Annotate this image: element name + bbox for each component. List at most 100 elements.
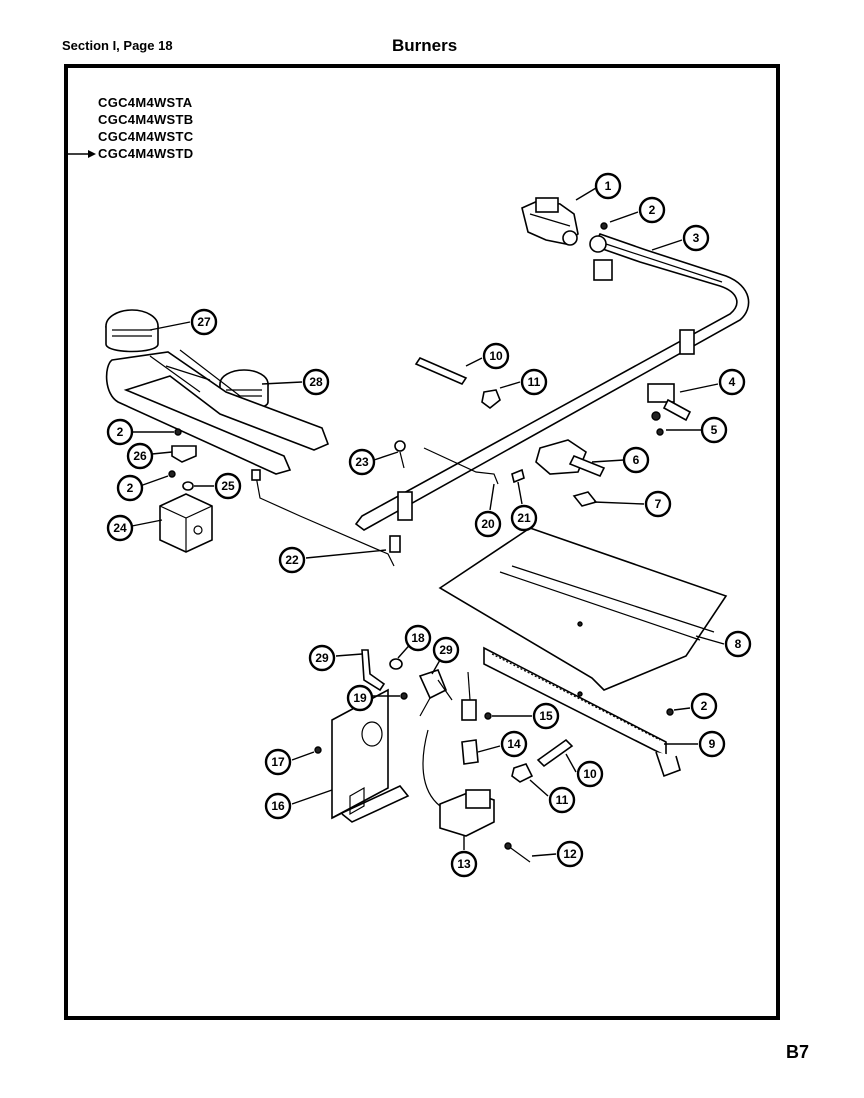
arrow-right-icon (66, 149, 96, 158)
thermocouple (251, 469, 401, 567)
section-page-label: Section I, Page 18 (62, 38, 173, 53)
callout-1: 1 (594, 172, 622, 200)
nut (182, 481, 194, 491)
screw (400, 692, 408, 700)
svg-text:21: 21 (517, 511, 531, 525)
model-item-selected: CGC4M4WSTD (66, 145, 193, 162)
nut (511, 763, 534, 783)
callout-21: 21 (510, 504, 538, 532)
screw (394, 440, 406, 469)
callout-25: 25 (214, 472, 242, 500)
burner-left-rear (105, 309, 159, 353)
screw (600, 222, 608, 230)
svg-text:15: 15 (539, 709, 553, 723)
callout-17: 17 (264, 748, 292, 776)
support-bracket (483, 646, 681, 778)
svg-text:13: 13 (457, 857, 471, 871)
svg-text:11: 11 (528, 375, 541, 389)
svg-text:18: 18 (411, 631, 425, 645)
burner-valve-right (647, 383, 692, 422)
svg-text:8: 8 (735, 637, 742, 651)
svg-text:2: 2 (649, 203, 656, 217)
callout-11: 11 (520, 368, 548, 396)
callout-24: 24 (106, 514, 134, 542)
callout-10: 10 (482, 342, 510, 370)
screw (504, 842, 531, 863)
svg-text:3: 3 (693, 231, 700, 245)
callout-23: 23 (348, 448, 376, 476)
igniter-bracket (418, 669, 453, 717)
callout-15: 15 (532, 702, 560, 730)
callout-29: 29 (308, 644, 336, 672)
diagram-frame (64, 64, 780, 1020)
screw (511, 468, 525, 484)
svg-text:10: 10 (583, 767, 597, 781)
elbow-tube (361, 649, 386, 692)
wire-link (423, 447, 499, 485)
svg-text:12: 12 (563, 847, 577, 861)
callout-13: 13 (450, 850, 478, 878)
burner-valve-center (535, 439, 606, 478)
callout-11: 11 (548, 786, 576, 814)
callout-26: 26 (126, 442, 154, 470)
svg-text:11: 11 (556, 793, 569, 807)
callout-18: 18 (404, 624, 432, 652)
callout-28: 28 (302, 368, 330, 396)
callout-7: 7 (644, 490, 672, 518)
svg-text:4: 4 (729, 375, 736, 389)
page-title: Burners (392, 36, 458, 55)
screw (666, 708, 674, 716)
screw (656, 428, 664, 436)
callout-8: 8 (724, 630, 752, 658)
spring-clip (461, 739, 479, 765)
svg-text:29: 29 (439, 643, 453, 657)
spark-electrode (461, 671, 492, 721)
nut (481, 389, 501, 410)
callout-2: 2 (116, 474, 144, 502)
callout-5: 5 (700, 416, 728, 444)
callout-2: 2 (690, 692, 718, 720)
svg-text:27: 27 (197, 315, 211, 329)
svg-text:28: 28 (309, 375, 323, 389)
callout-16: 16 (264, 792, 292, 820)
page-code: B7 (786, 1042, 810, 1062)
mounting-bracket (159, 493, 213, 553)
manifold-pipe (354, 233, 750, 531)
callout-22: 22 (278, 546, 306, 574)
svg-text:26: 26 (133, 449, 147, 463)
pressure-regulator (521, 197, 579, 246)
svg-text:1: 1 (605, 179, 612, 193)
svg-text:7: 7 (655, 497, 662, 511)
svg-text:2: 2 (117, 425, 124, 439)
svg-text:20: 20 (481, 517, 495, 531)
nut (389, 658, 403, 670)
callout-9: 9 (698, 730, 726, 758)
callout-3: 3 (682, 224, 710, 252)
svg-text:2: 2 (127, 481, 134, 495)
screw (314, 746, 322, 754)
burner-tube-assembly (105, 349, 330, 475)
callout-10: 10 (576, 760, 604, 788)
svg-text:10: 10 (489, 349, 503, 363)
safety-valve (422, 729, 495, 837)
callout-19: 19 (346, 684, 374, 712)
model-list: CGC4M4WSTA CGC4M4WSTB CGC4M4WSTC CGC4M4W… (66, 94, 193, 162)
svg-text:24: 24 (113, 521, 127, 535)
callout-14: 14 (500, 730, 528, 758)
svg-text:25: 25 (221, 479, 235, 493)
callout-27: 27 (190, 308, 218, 336)
svg-text:2: 2 (701, 699, 708, 713)
model-item: CGC4M4WSTA (98, 95, 193, 110)
callout-12: 12 (556, 840, 584, 868)
svg-text:14: 14 (507, 737, 521, 751)
callout-20: 20 (474, 510, 502, 538)
screw (168, 470, 176, 478)
svg-text:29: 29 (315, 651, 329, 665)
svg-text:17: 17 (271, 755, 285, 769)
callout-2: 2 (106, 418, 134, 446)
callout-6: 6 (622, 446, 650, 474)
svg-text:9: 9 (709, 737, 716, 751)
burner-shield (438, 527, 728, 691)
leader-lines (131, 187, 725, 857)
